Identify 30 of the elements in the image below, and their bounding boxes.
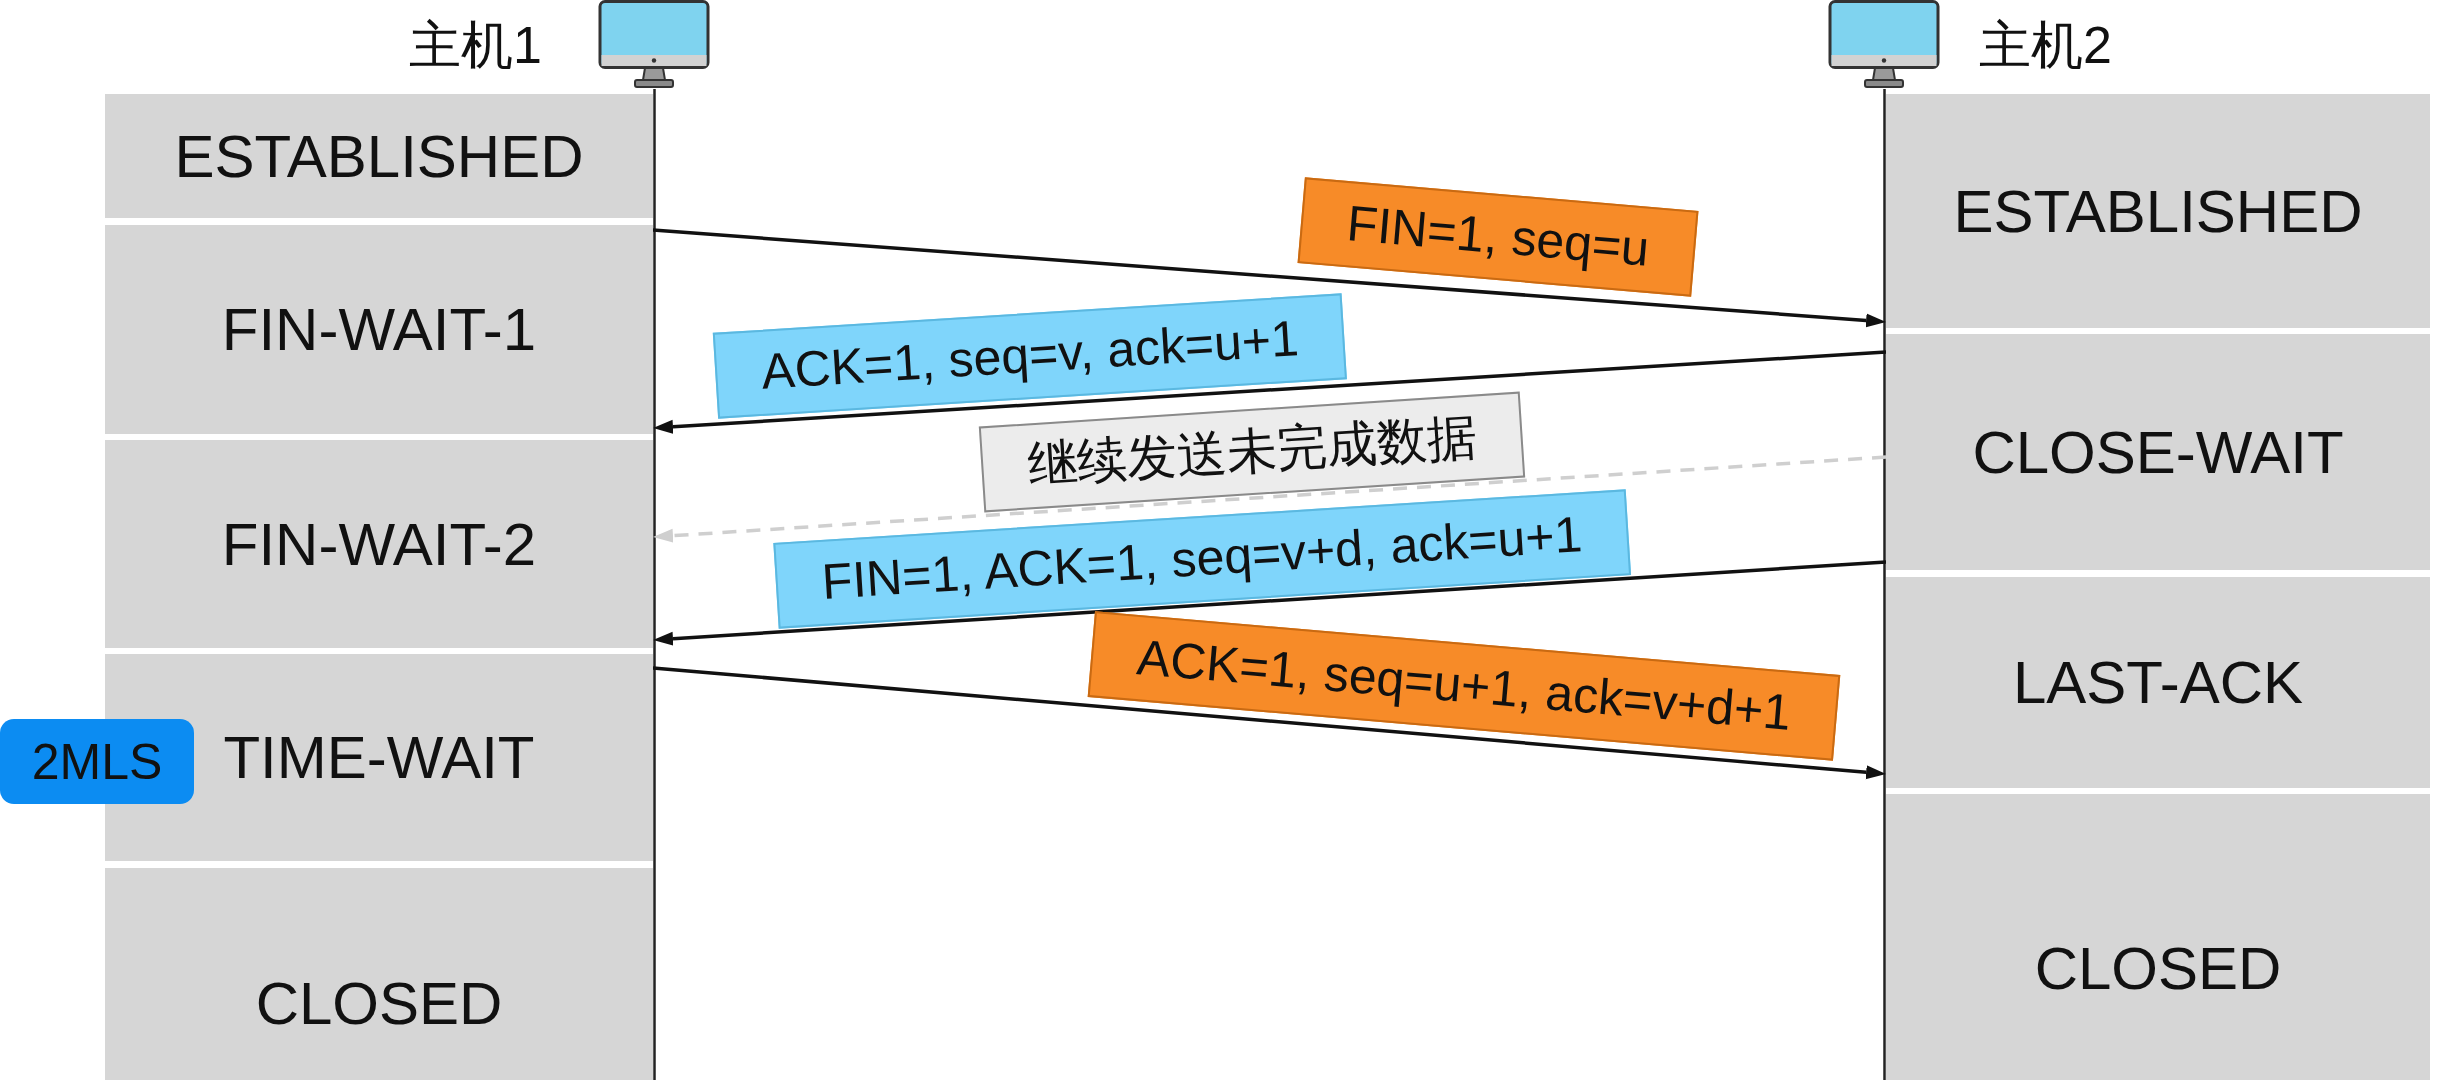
- state-name: ESTABLISHED: [1953, 176, 2363, 246]
- edge-label: ACK=1, seq=v, ack=u+1: [712, 293, 1348, 419]
- state-box: [105, 94, 653, 218]
- state-box: [1886, 577, 2430, 788]
- edge-label: FIN=1, seq=u: [1297, 177, 1699, 297]
- state-name: CLOSED: [2034, 933, 2282, 1003]
- state-box: [1886, 94, 2430, 328]
- dashed-arrow: [653, 455, 1887, 543]
- arrow: [653, 350, 1887, 434]
- state-name: CLOSE-WAIT: [1972, 417, 2344, 487]
- host-label: 主机2: [1979, 15, 2112, 76]
- host-label: 主机1: [409, 15, 542, 76]
- timer-badge: 2MLS: [0, 719, 194, 804]
- arrow: [653, 560, 1887, 646]
- state-box: [105, 440, 653, 648]
- edge-label: 继续发送未完成数据: [978, 391, 1526, 513]
- state-name: FIN-WAIT-1: [221, 295, 537, 364]
- state-name: FIN-WAIT-2: [221, 509, 537, 579]
- state-box: [105, 225, 653, 434]
- arrow: [652, 228, 1887, 328]
- state-box: [1886, 334, 2430, 570]
- state-box: [105, 868, 653, 1080]
- state-name: LAST-ACK: [2012, 648, 2304, 717]
- arrow: [652, 666, 1887, 780]
- edge-label: FIN=1, ACK=1, seq=v+d, ack=u+1: [773, 489, 1631, 629]
- edge-label: ACK=1, seq=u+1, ack=v+d+1: [1087, 611, 1841, 761]
- state-name: CLOSED: [255, 968, 503, 1038]
- state-name: ESTABLISHED: [174, 121, 584, 191]
- state-box: [1886, 794, 2430, 1080]
- state-name: TIME-WAIT: [223, 723, 535, 792]
